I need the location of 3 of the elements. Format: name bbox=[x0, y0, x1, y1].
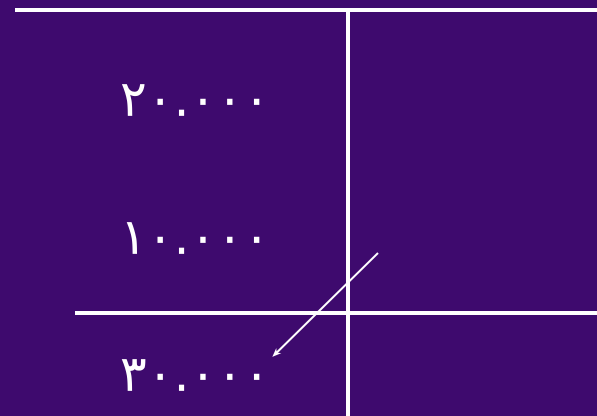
amount-text: ۱۰.۰۰۰ bbox=[126, 222, 260, 254]
amount-text: ۳۰.۰۰۰ bbox=[122, 359, 260, 391]
amount-text: ۲۰.۰۰۰ bbox=[122, 84, 260, 116]
